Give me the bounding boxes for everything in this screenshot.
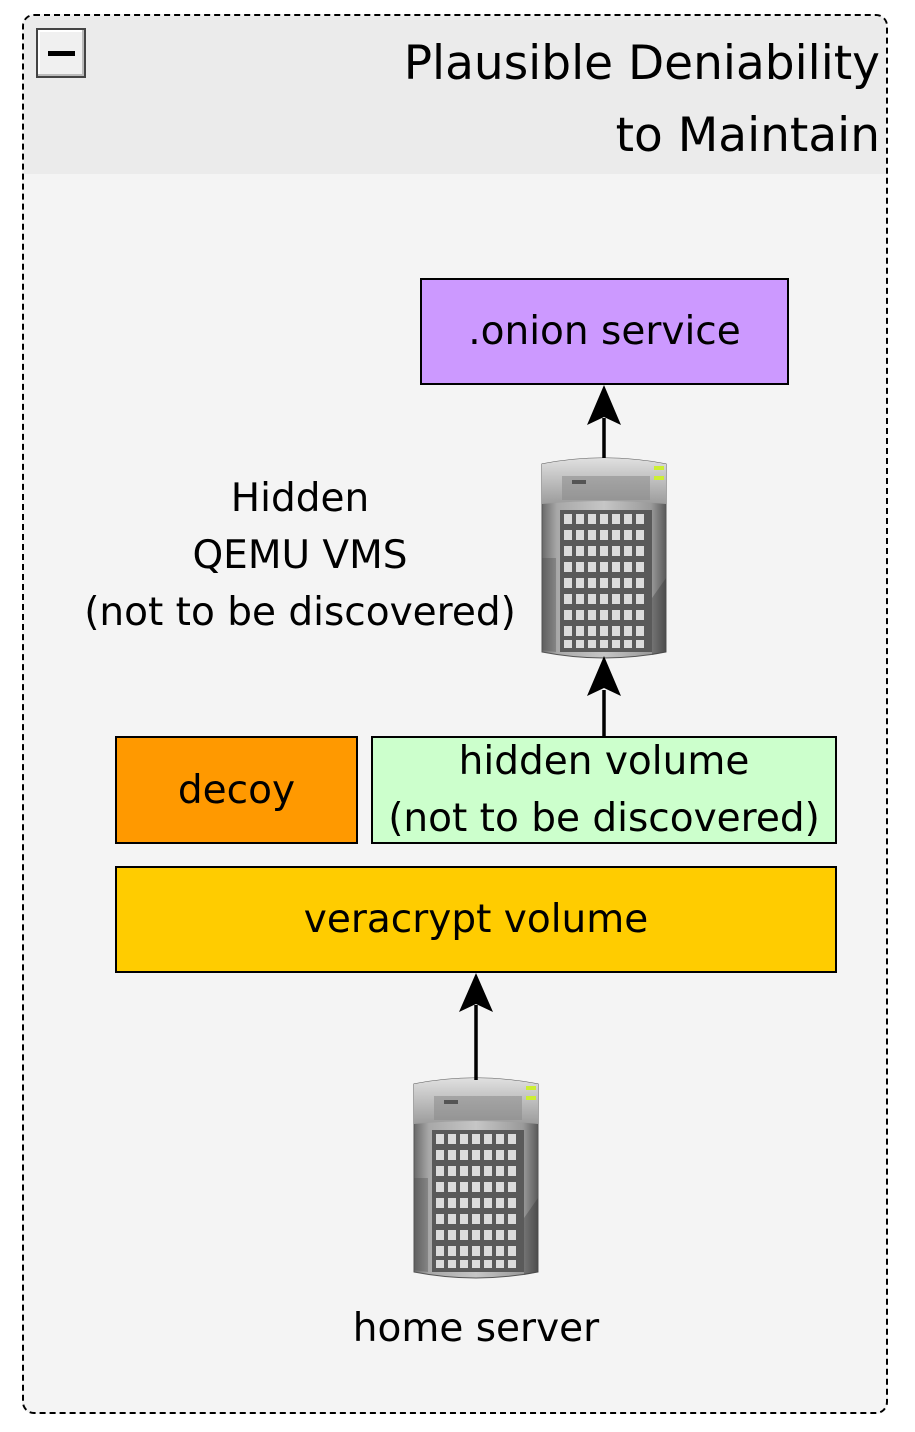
group-title: Plausible Deniability to Maintain (403, 36, 880, 163)
veracrypt-volume-label: veracrypt volume (303, 897, 649, 942)
edge-qemu-to-onion (587, 385, 621, 458)
hidden-volume-box[interactable]: hidden volume (not to be discovered) (371, 736, 837, 844)
server-tower-icon[interactable] (541, 457, 667, 659)
decoy-box[interactable]: decoy (115, 736, 358, 844)
hidden-volume-label: hidden volume (not to be discovered) (388, 739, 820, 841)
group-header: Plausible Deniability to Maintain (24, 16, 886, 174)
onion-service-label: .onion service (468, 309, 741, 354)
collapse-button[interactable] (36, 28, 86, 78)
edge-home-server-to-veracrypt (459, 973, 493, 1080)
onion-service-box[interactable]: .onion service (420, 278, 789, 385)
home-server-label: home server (352, 1306, 600, 1351)
veracrypt-volume-box[interactable]: veracrypt volume (115, 866, 837, 973)
edge-hidden-volume-to-qemu (587, 656, 621, 736)
decoy-label: decoy (177, 767, 296, 813)
server-tower-icon[interactable] (413, 1077, 539, 1279)
qemu-vms-label: Hidden QEMU VMS (not to be discovered) (84, 476, 516, 635)
minus-icon (48, 51, 75, 56)
